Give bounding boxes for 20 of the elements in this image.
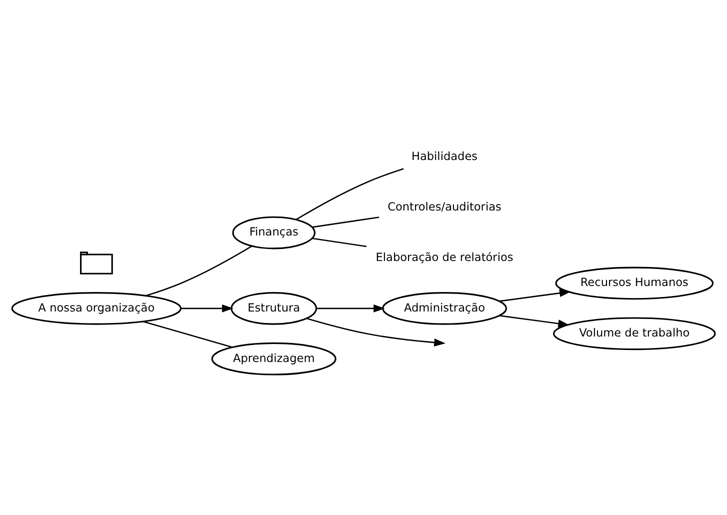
node-ellipse: Volume de trabalho [553,316,716,350]
connector [312,237,367,247]
node-text: Habilidades [411,150,478,163]
arrow [181,304,234,312]
node-ellipse: Aprendizagem [211,342,336,375]
node-ellipse: Finanças [232,216,316,249]
connector [146,245,252,296]
connector [312,216,380,228]
node-ellipse: Estrutura [230,292,318,324]
node-text: Elaboração de relatórios [376,250,514,264]
node-ellipse: A nossa organização [11,292,182,324]
node-ellipse: Administração [382,292,508,324]
arrow [316,304,385,312]
node-ellipse: Recursos Humanos [555,266,714,300]
node-text: Controles/auditorias [388,200,502,214]
connector [142,320,232,348]
arrow [499,288,571,302]
arrow [499,314,570,327]
connector [296,168,404,220]
arrow [306,317,446,346]
